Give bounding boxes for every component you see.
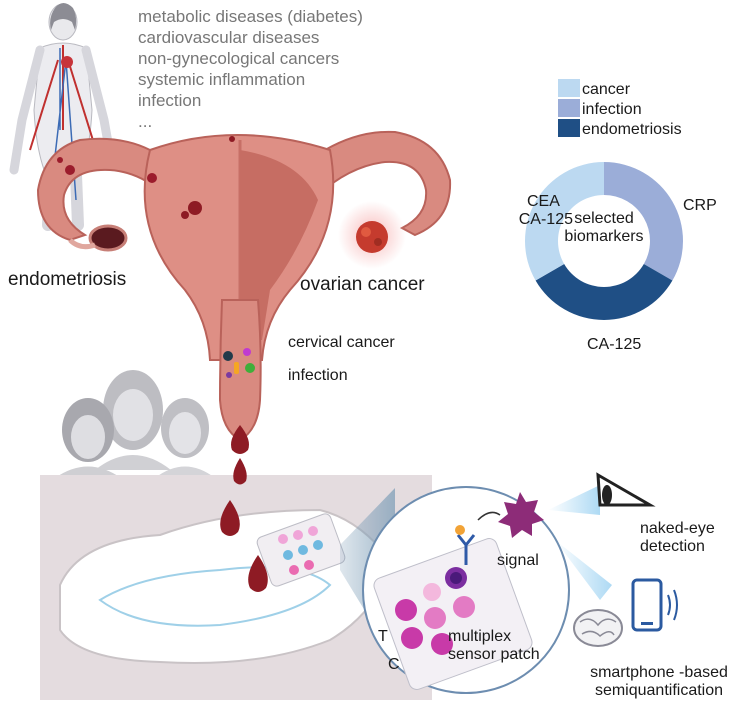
eye-icon	[596, 472, 656, 507]
smartphone-icon	[631, 578, 678, 632]
endometriosis-label: endometriosis	[8, 269, 127, 290]
naked-eye-label: naked-eye detection	[640, 520, 715, 555]
legend-label-infection: infection	[582, 101, 642, 118]
donut-label-crp: CRP	[683, 197, 717, 214]
legend-swatches	[558, 79, 580, 137]
smartphone-label: smartphone -based semiquantification	[590, 664, 728, 699]
donut-label-cancer: CEA CA-125	[518, 193, 573, 228]
brain-icon	[573, 609, 623, 647]
condition-item: non-gynecological cancers	[138, 49, 340, 68]
legend-swatch-infection	[558, 99, 580, 117]
condition-item: metabolic diseases (diabetes)	[138, 7, 363, 26]
condition-item: systemic inflammation	[138, 70, 306, 89]
biomarker-donut-chart	[525, 162, 684, 321]
uterus-illustration	[36, 130, 452, 454]
condition-item: cardiovascular diseases	[138, 28, 320, 47]
phone-beam	[555, 540, 612, 600]
condition-item: infection	[138, 91, 202, 110]
donut-segment-endometriosis	[535, 264, 673, 321]
legend-swatch-cancer	[558, 79, 580, 97]
sanitary-pad-illustration	[59, 508, 392, 665]
signal-label: signal	[497, 552, 539, 569]
women-illustration	[55, 370, 215, 478]
condition-item: ...	[138, 112, 153, 131]
donut-center-label: selected biomarkers	[564, 210, 644, 245]
donut-segment-infection	[604, 162, 684, 281]
legend-label-endometriosis: endometriosis	[582, 121, 682, 138]
magnified-sensor-view	[362, 486, 570, 694]
control-line-label: C	[388, 656, 400, 673]
test-line-label: T	[378, 628, 388, 645]
donut-label-ca125-endometriosis: CA-125	[587, 336, 642, 353]
ovarian-cancer-label: ovarian cancer	[300, 274, 425, 295]
multiplex-patch-label: multiplex sensor patch	[448, 628, 540, 663]
systemic-conditions-list: metabolic diseases (diabetes) cardiovasc…	[138, 6, 363, 132]
infection-label: infection	[288, 367, 348, 384]
legend-swatch-endometriosis	[558, 119, 580, 137]
blood-drops	[220, 458, 268, 592]
donut-segment-cancer	[525, 162, 604, 281]
legend-label-cancer: cancer	[582, 81, 631, 98]
eye-beam	[548, 485, 600, 515]
cervical-cancer-label: cervical cancer	[288, 334, 395, 351]
